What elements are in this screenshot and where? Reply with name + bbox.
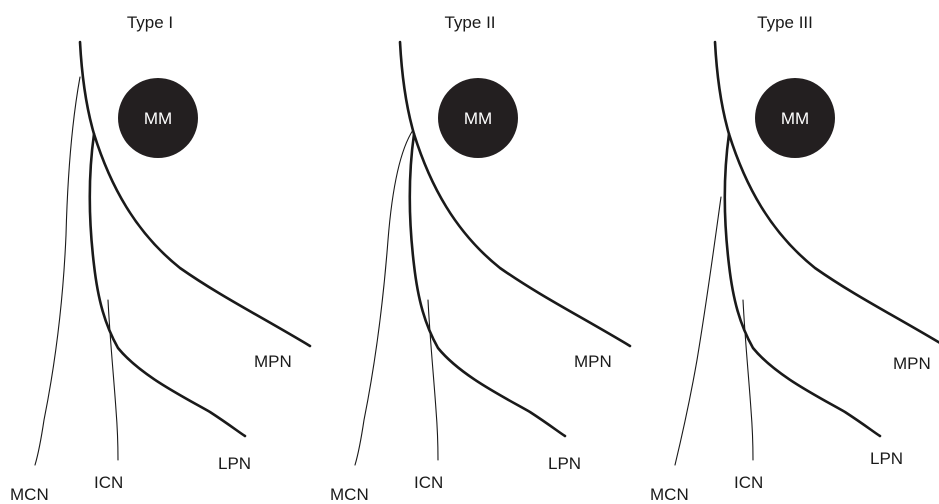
mpn-label: MPN [893, 354, 931, 373]
mcn-label: MCN [10, 485, 49, 504]
panel-type-2: Type II MM MPN LPN ICN MCN [330, 13, 632, 504]
panel-type-1: Type I MM MPN LPN ICN MCN [10, 13, 312, 504]
icn-label: ICN [414, 473, 443, 492]
medial-calcaneal-nerve [34, 76, 81, 466]
lpn-label: LPN [548, 454, 581, 473]
medial-calcaneal-nerve [674, 196, 722, 466]
icn-label: ICN [734, 473, 763, 492]
main-nerve-trunk [398, 40, 632, 348]
mm-label: MM [144, 109, 172, 128]
mcn-label: MCN [650, 485, 689, 504]
lateral-plantar-nerve [88, 132, 247, 438]
inferior-calcaneal-nerve [427, 299, 439, 461]
medial-malleolus-mass [118, 78, 198, 158]
mcn-label: MCN [330, 485, 369, 504]
lateral-plantar-nerve [408, 132, 567, 438]
main-nerve-trunk [78, 40, 312, 348]
mpn-label: MPN [574, 352, 612, 371]
inferior-calcaneal-nerve [107, 299, 119, 461]
lpn-label: LPN [218, 454, 251, 473]
mpn-label: MPN [254, 352, 292, 371]
panel-title: Type I [127, 13, 173, 32]
lpn-label: LPN [870, 449, 903, 468]
icn-label: ICN [94, 473, 123, 492]
panel-title: Type III [757, 13, 813, 32]
inferior-calcaneal-nerve [742, 299, 754, 461]
mm-label: MM [464, 109, 492, 128]
lateral-plantar-nerve [723, 132, 882, 438]
medial-calcaneal-nerve [354, 129, 414, 466]
main-nerve-trunk [713, 40, 939, 344]
medial-malleolus-mass [438, 78, 518, 158]
mm-label: MM [781, 109, 809, 128]
panel-type-3: Type III MM MPN LPN ICN MCN [650, 13, 939, 504]
medial-malleolus-mass [755, 78, 835, 158]
panel-title: Type II [444, 13, 495, 32]
